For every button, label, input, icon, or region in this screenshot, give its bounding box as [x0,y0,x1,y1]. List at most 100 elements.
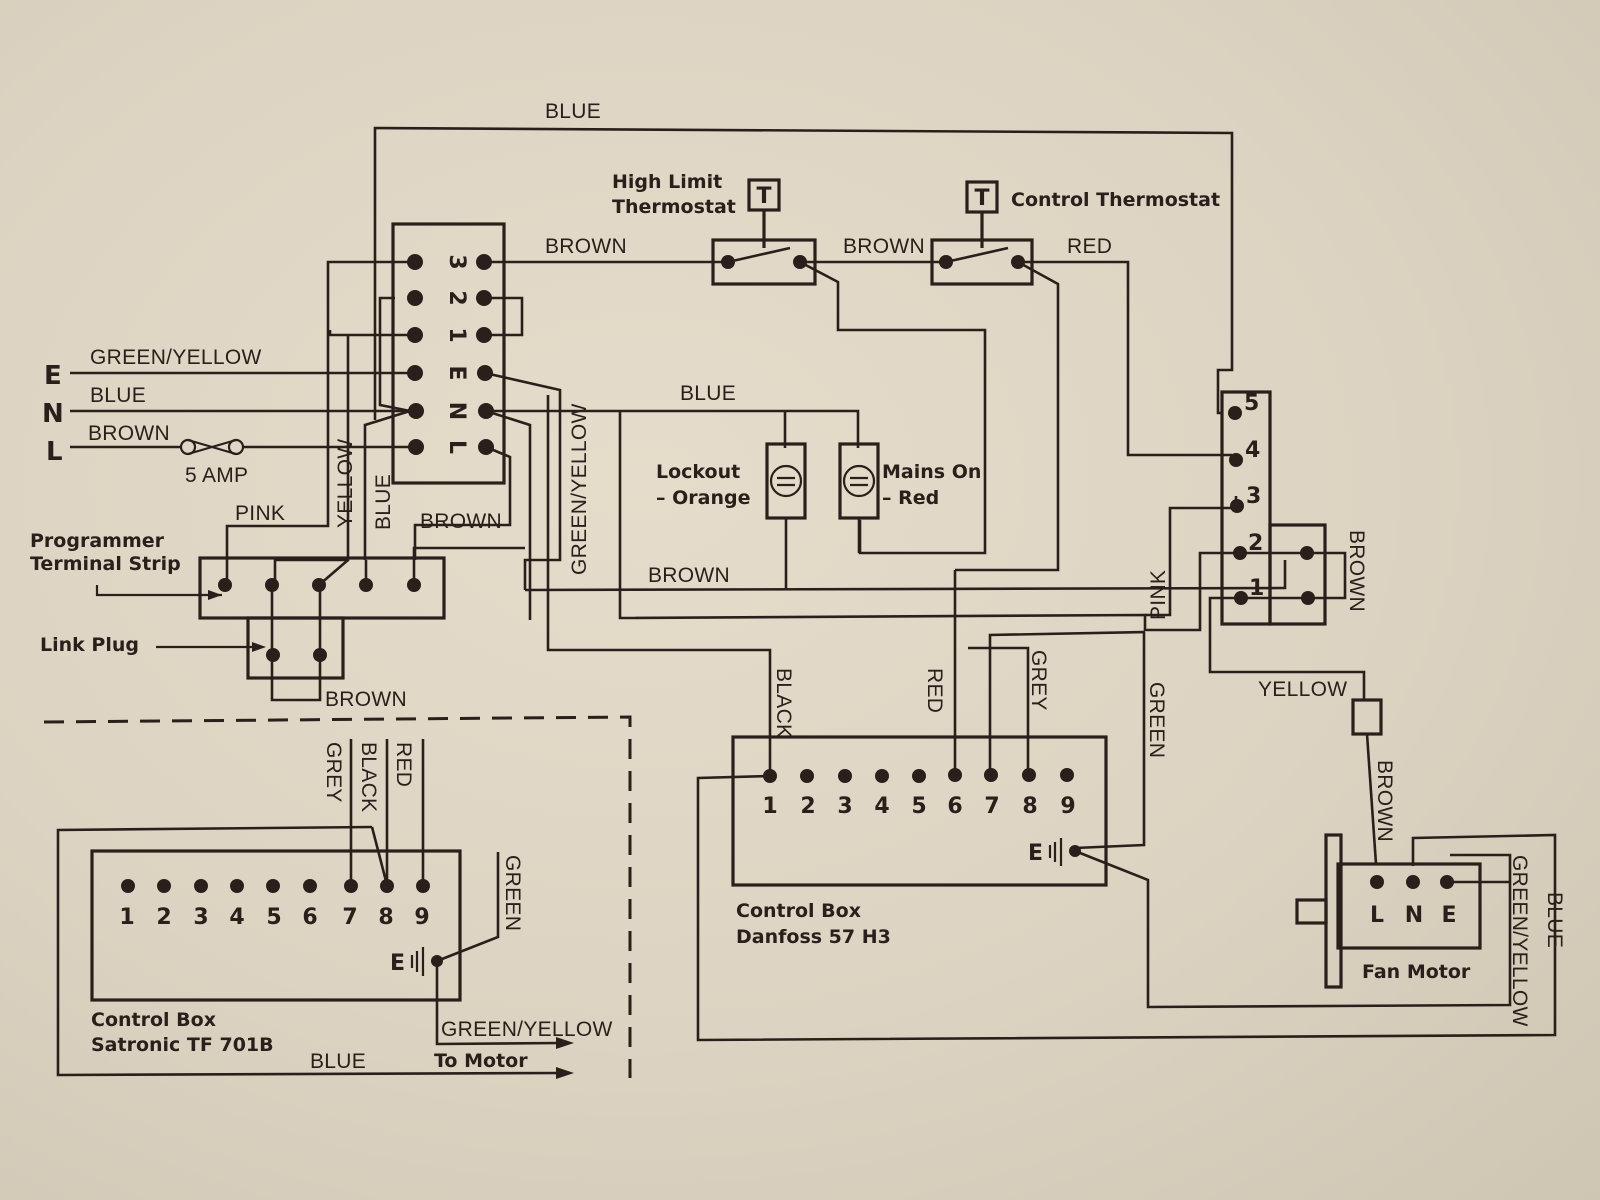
fan-motor: L N E Fan Motor GREEN/YELLOW [1295,833,1531,1027]
supply-inputs: E N L GREEN/YELLOW BLUE BROWN 5 AMP [42,346,413,487]
programmer-terminal-1[interactable] [218,578,232,592]
danfoss-terminal-7[interactable] [984,768,998,782]
label-brown-bus: BROWN [648,564,730,587]
motor-shaft-icon [1295,898,1328,925]
danfoss-terminal-9[interactable] [1060,768,1074,782]
alternate-control-box-boundary [43,715,632,1078]
mains-on-neon: Mains On – Red [838,442,981,553]
wire-high-limit-drop [799,260,987,555]
label-control-thermostat: Control Thermostat [1011,189,1220,211]
plug-terminal-5[interactable] [1228,406,1242,420]
programmer-terminal-strip: Programmer Terminal Strip PINK YELLOW BL… [30,439,525,620]
satronic-label-8: 8 [378,905,393,930]
wire-satronic-to-motor [435,961,561,1046]
satronic-label-6: 6 [302,905,317,930]
label-grey-vertical: GREY [1027,650,1050,711]
label-programmer-2: Terminal Strip [30,553,181,575]
satronic-label-3: 3 [193,905,208,930]
link-plug: BROWN Link Plug [40,585,407,711]
label-motor-green-yellow: GREEN/YELLOW [1508,855,1531,1027]
motor-capacitor-icon [1351,698,1383,736]
label-danfoss-1: Control Box [736,900,861,922]
terminal-l-left[interactable] [408,439,424,455]
satronic-terminal-8[interactable] [380,879,394,893]
label-satronic-blue: BLUE [310,1050,366,1073]
plug-terminal-block: 5 4 3 2 1 BROWN PINK [1147,390,1368,626]
satronic-label-2: 2 [156,905,171,930]
satronic-terminal-5[interactable] [266,879,280,893]
motor-terminal-l[interactable] [1370,875,1384,889]
label-pink-vertical: PINK [1147,570,1170,620]
satronic-terminal-2[interactable] [157,879,171,893]
danfoss-terminal-1[interactable] [763,769,777,783]
wire-left-blue [363,409,411,560]
fuse-icon [179,438,245,456]
block-label-l: L [444,440,469,454]
danfoss-terminal-5[interactable] [912,769,926,783]
high-limit-thermostat: T High Limit Thermostat [612,171,817,286]
danfoss-terminal-8[interactable] [1022,768,1036,782]
supply-letter-l: L [46,437,63,467]
label-green-vertical: GREEN [1145,682,1168,758]
wire-e-right-green-yellow [484,371,562,590]
motor-label-n: N [1405,903,1423,928]
satronic-label-4: 4 [229,905,244,930]
label-red-vertical: RED [923,668,946,713]
danfoss-terminal-2[interactable] [800,769,814,783]
thermostat-symbol-control: T [974,186,989,211]
label-lockout-1: Lockout [656,461,740,483]
wire-left-vertical-yellow [273,330,415,590]
label-blue-vertical: BLUE [372,474,395,530]
plug-label-4: 4 [1245,438,1260,463]
block-label-3: 3 [444,254,469,269]
supply-letter-e: E [44,361,62,391]
label-satronic-black: BLACK [357,742,380,812]
label-danfoss-2: Danfoss 57 H3 [736,926,891,948]
label-supply-brown: BROWN [88,422,170,445]
earth-icon: E [1028,838,1063,866]
satronic-terminal-1[interactable] [121,879,135,893]
danfoss-terminal-4[interactable] [875,769,889,783]
terminal-e-left[interactable] [407,365,423,381]
label-mains-on-2: – Red [882,487,939,509]
danfoss-label-5: 5 [911,794,926,819]
label-brown-between: BROWN [843,235,925,258]
satronic-terminal-7[interactable] [344,879,358,893]
terminal-2-left[interactable] [407,290,423,306]
label-green-yellow-vertical: GREEN/YELLOW [568,403,591,575]
label-high-limit-1: High Limit [612,171,722,193]
block-label-1: 1 [444,327,469,342]
danfoss-label-6: 6 [947,794,962,819]
label-satronic-2: Satronic TF 701B [91,1034,274,1056]
plug-terminal-4[interactable] [1229,453,1243,467]
block-label-n: N [444,402,469,420]
terminal-n-left[interactable] [408,403,424,419]
danfoss-terminal-3[interactable] [838,769,852,783]
satronic-label-1: 1 [119,905,134,930]
svg-text:E: E [390,951,405,976]
label-link-brown: BROWN [325,688,407,711]
label-supply-green-yellow: GREEN/YELLOW [90,346,262,369]
wire-left-vertical-1 [378,296,411,413]
lockout-neon: Lockout – Orange [656,442,807,590]
danfoss-label-9: 9 [1060,794,1075,819]
label-brown-motor: BROWN [1373,760,1396,842]
wire-n-right [485,409,532,620]
satronic-terminal-9[interactable] [416,879,430,893]
wire-control-drop [955,260,1060,572]
wire-bus-7 [988,630,1146,770]
satronic-terminal-3[interactable] [194,879,208,893]
label-satronic-1: Control Box [91,1009,216,1031]
motor-terminal-n[interactable] [1406,875,1420,889]
label-high-limit-2: Thermostat [612,196,736,218]
danfoss-terminal-6[interactable] [948,768,962,782]
plug-terminal-3[interactable] [1230,499,1244,513]
satronic-terminal-4[interactable] [230,879,244,893]
arrow-programmer [95,585,222,597]
label-yellow-vertical: YELLOW [334,439,357,528]
label-programmer-1: Programmer [30,530,165,552]
satronic-label-9: 9 [414,905,429,930]
satronic-terminal-6[interactable] [303,879,317,893]
satronic-label-7: 7 [342,905,357,930]
label-pink: PINK [235,502,285,525]
